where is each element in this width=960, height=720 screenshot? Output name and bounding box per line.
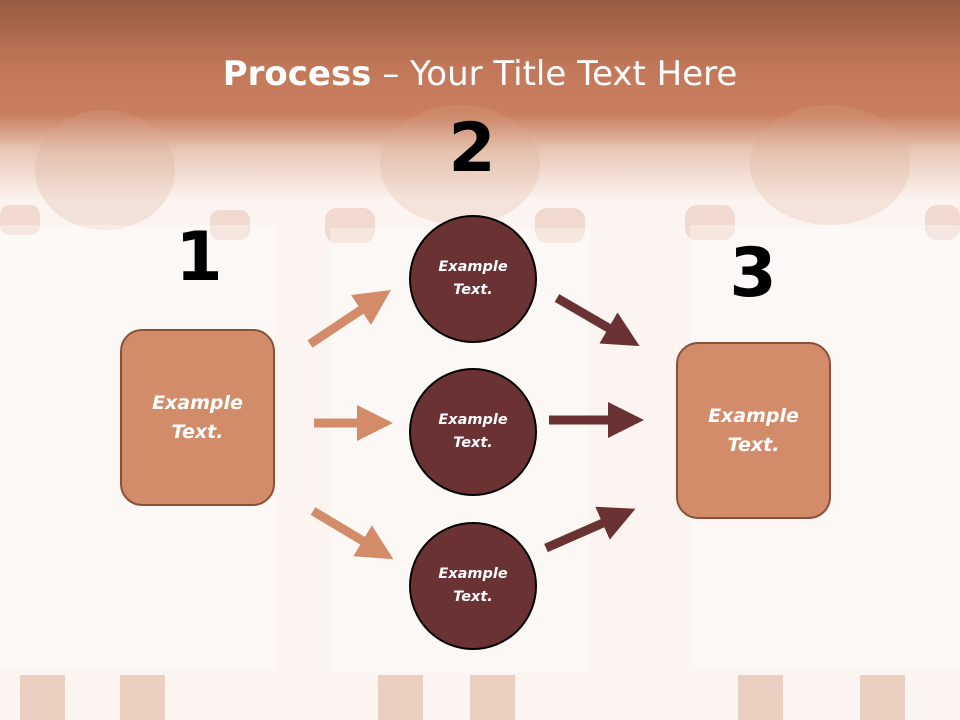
left-step-box: Example Text. [120, 329, 275, 506]
circle-bottom: Example Text. [409, 522, 537, 650]
arrow-left-down-icon [310, 507, 394, 560]
circle-top-text: Example Text. [438, 259, 508, 298]
figure-hands-right-b [925, 205, 960, 240]
figure-legs-right-b [860, 675, 905, 720]
arrow-right-up-icon [544, 506, 636, 553]
arrow-left-up-icon [307, 290, 391, 348]
figure-hands-right-a [685, 205, 735, 240]
arrow-right-down-icon [554, 294, 640, 347]
circle-middle-text: Example Text. [438, 412, 508, 451]
figure-hands-center-b [535, 208, 585, 243]
step-number-2: 2 [448, 109, 496, 188]
figure-head-right [750, 105, 910, 225]
figure-legs-left-b [120, 675, 165, 720]
figure-legs-center-a [378, 675, 423, 720]
figure-legs-left-a [20, 675, 65, 720]
step-number-3: 3 [729, 234, 777, 313]
right-step-box: Example Text. [676, 342, 831, 519]
header-band [0, 0, 960, 200]
figure-legs-center-b [470, 675, 515, 720]
title-strong: Process [222, 54, 372, 94]
right-step-text: Example Text. [708, 404, 799, 456]
slide-title: Process – Your Title Text Here [0, 52, 960, 96]
left-step-text: Example Text. [152, 391, 243, 443]
figure-hands-left-b [210, 210, 250, 240]
step-number-1: 1 [175, 218, 223, 297]
figure-head-left [35, 110, 175, 230]
circle-bottom-text: Example Text. [438, 566, 508, 605]
figure-head-center [380, 105, 540, 225]
circle-middle: Example Text. [409, 368, 537, 496]
circle-top: Example Text. [409, 215, 537, 343]
figure-legs-right-a [738, 675, 783, 720]
title-rest: – Your Title Text Here [371, 54, 738, 94]
figure-hands-left-a [0, 205, 40, 235]
figure-hands-center-a [325, 208, 375, 243]
